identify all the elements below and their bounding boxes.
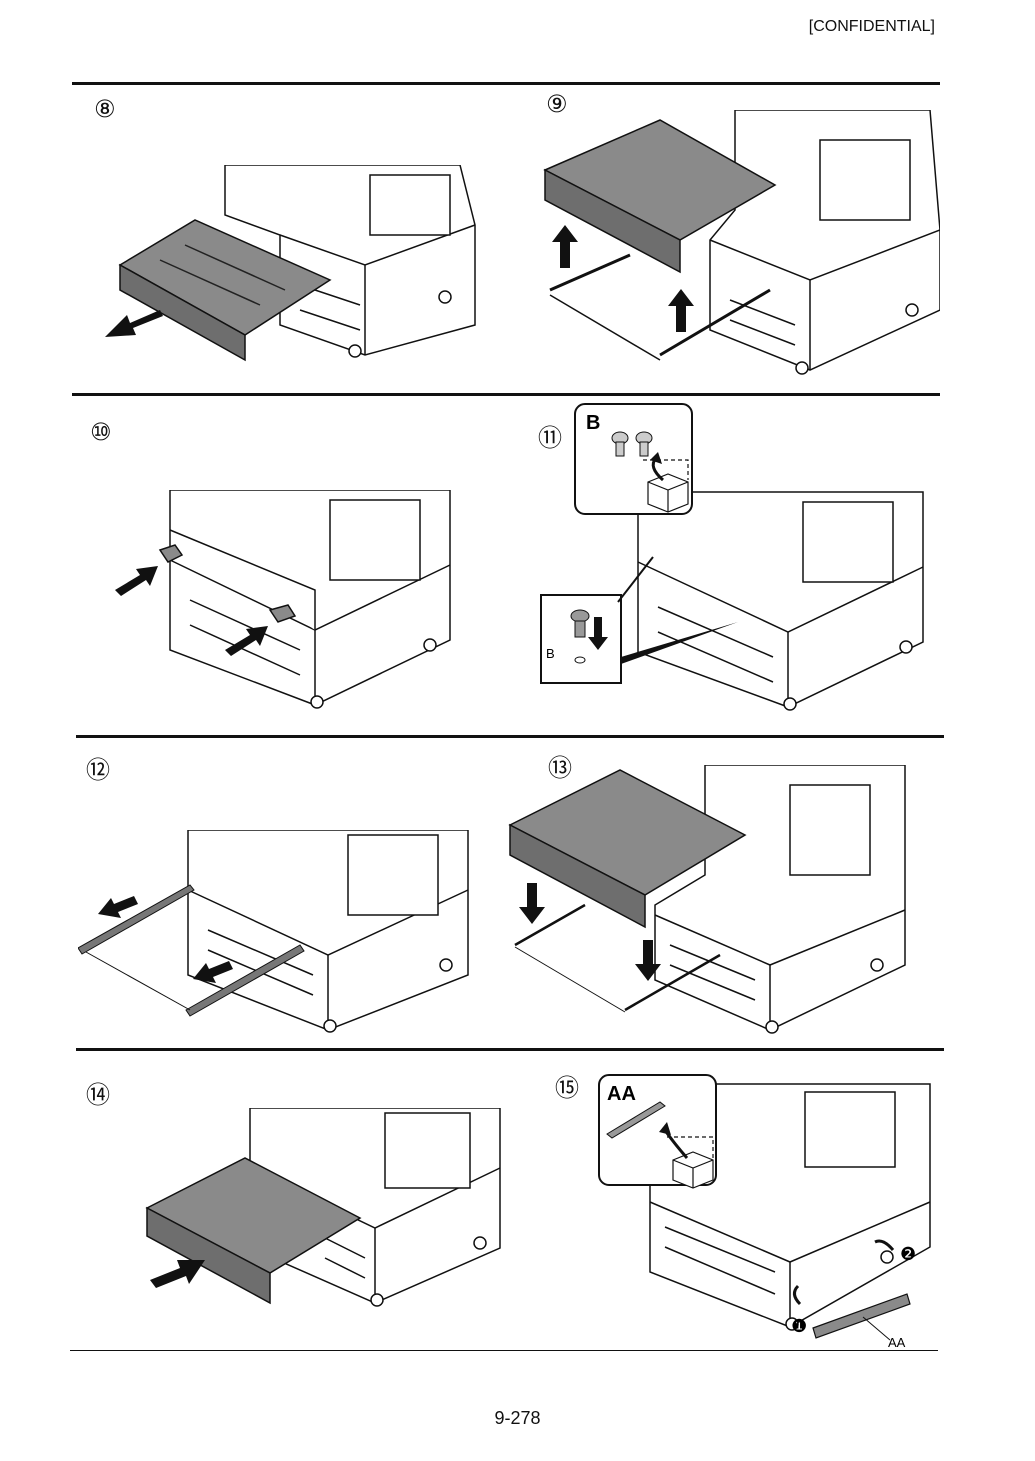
step-9-arrow-right [668, 289, 694, 332]
step-14-arrow [150, 1260, 205, 1288]
step-8-arrow [105, 310, 163, 337]
step-9-arrow-left [552, 225, 578, 268]
step-14-number: ⑭ [86, 1081, 110, 1109]
step-8-number: ⑧ [94, 95, 116, 123]
step-12-illustration [78, 830, 469, 1033]
step-13-number: ⑬ [548, 754, 572, 782]
step-15-number: ⑮ [555, 1074, 579, 1102]
confidential-header: [CONFIDENTIAL] [808, 18, 935, 35]
step-11-screw-callout [540, 594, 622, 684]
step-11-illustration: B B [540, 403, 924, 711]
step-10-number: ⑩ [90, 418, 112, 446]
step-15-marker-2: ❷ [900, 1244, 916, 1265]
step-14-illustration [145, 1108, 501, 1307]
step-10-arrow-lower [225, 626, 268, 656]
step-15-callout-label: AA [888, 1335, 906, 1350]
step-15-cover-part [812, 1293, 911, 1339]
separator-bottom [70, 1350, 938, 1351]
separator-row3 [76, 735, 944, 738]
step-12-arrow-lower [193, 961, 233, 983]
page-number: 9-278 [494, 1408, 541, 1428]
separator-row4 [76, 1048, 944, 1051]
step-9-illustration [543, 110, 940, 375]
step-15-marker-1: ❶ [791, 1316, 807, 1337]
separator-row2 [72, 393, 940, 396]
step-13-illustration [508, 765, 906, 1034]
step-12-arrow-upper [98, 896, 138, 918]
step-11-number: ⑪ [538, 424, 562, 452]
step-10-arrow-upper [115, 566, 158, 596]
step-10-illustration [115, 490, 451, 709]
box-icon [643, 459, 689, 513]
step-11-callout-label: B [546, 646, 555, 661]
step-15-inset-label: AA [607, 1083, 636, 1105]
screw-icon [611, 431, 653, 457]
step-9-tray [543, 119, 777, 274]
step-15-illustration: AA AA ❶ ❷ [598, 1074, 931, 1350]
step-8-illustration [105, 165, 476, 362]
step-13-tray [508, 769, 747, 929]
step-8-tray [118, 219, 332, 362]
step-12-number: ⑫ [86, 756, 110, 784]
step-11-inset-label: B [586, 412, 600, 434]
separator-top [72, 82, 940, 85]
step-14-tray [145, 1157, 362, 1305]
step-13-arrow-left [519, 883, 545, 924]
step-13-arrow-right [635, 940, 661, 981]
step-9-number: ⑨ [546, 90, 568, 118]
